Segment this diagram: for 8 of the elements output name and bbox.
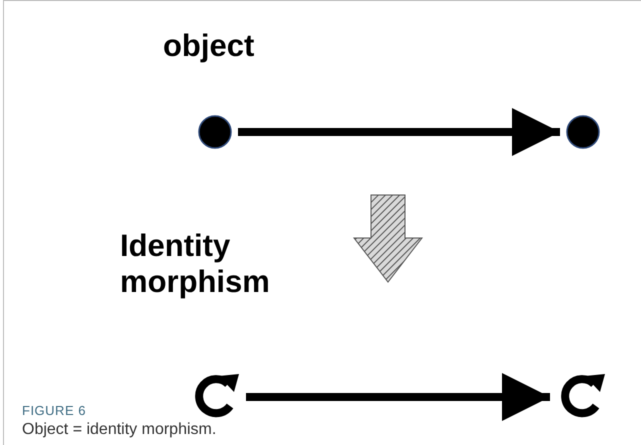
heading-label: Identity morphism bbox=[120, 228, 271, 300]
dot-node bbox=[198, 115, 232, 149]
dot-node bbox=[566, 115, 600, 149]
heading-label: object bbox=[163, 28, 254, 64]
caption: Object = identity morphism. bbox=[22, 421, 216, 439]
arrow bbox=[246, 373, 550, 421]
arrow bbox=[238, 108, 560, 156]
figure-number: FIGURE 6 bbox=[22, 403, 86, 418]
